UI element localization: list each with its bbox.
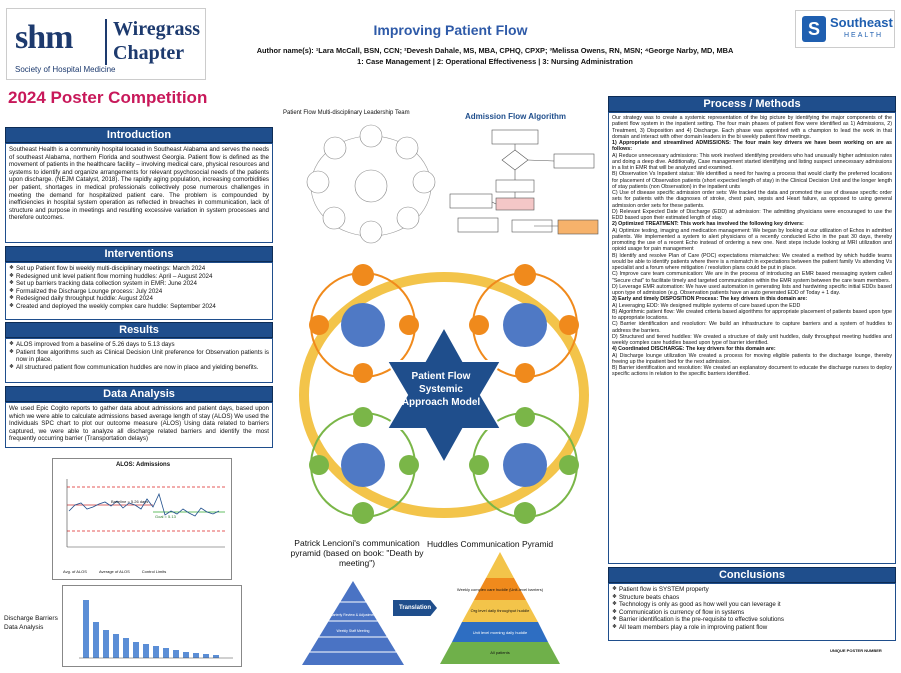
- data-analysis-text: We used Epic Cogito reports to gather da…: [5, 402, 273, 448]
- shm-logo-text: shm: [15, 19, 73, 56]
- process-heading: Process / Methods: [608, 96, 896, 112]
- author-list: Author name(s): ¹Lara McCall, BSN, CCN; …: [256, 46, 734, 55]
- process-paragraph: A) Optimize testing, imaging and medicat…: [612, 227, 892, 253]
- barriers-label: Discharge Barriers Data Analysis: [4, 615, 58, 631]
- list-item: Redesigned daily throughput huddle: Augu…: [9, 295, 269, 303]
- shm-logo-subtext: Society of Hospital Medicine: [15, 65, 116, 74]
- huddle-tier: Org level daily throughput huddle: [470, 608, 530, 613]
- admission-algorithm-diagram: [449, 129, 599, 235]
- systemic-approach-model: [299, 264, 589, 524]
- process-panel: Our strategy was to create a systemic re…: [608, 112, 896, 564]
- list-item: ALOS improved from a baseline of 5.26 da…: [9, 341, 269, 349]
- lencioni-tier: Weekly Staff Meeting: [336, 629, 370, 633]
- huddle-tiers: Weekly complex care huddle (Unit-level b…: [440, 580, 560, 662]
- southeast-health-logo: S Southeast HEALTH: [795, 10, 895, 48]
- chapter-name: Wiregrass Chapter: [113, 17, 200, 65]
- legend-item: Avg. of ALOS: [63, 569, 87, 574]
- algorithm-title: Admission Flow Algorithm: [465, 112, 567, 121]
- affiliations: 1: Case Management | 2: Operational Effe…: [357, 57, 633, 66]
- interventions-heading: Interventions: [5, 246, 273, 262]
- list-item: Created and deployed the weekly complex …: [9, 303, 269, 311]
- list-item: Barrier identification is the pre-requis…: [612, 616, 892, 624]
- translation-arrow: Translation: [393, 600, 437, 616]
- poster-number-label: UNIQUE POSTER NUMBER: [830, 648, 882, 653]
- list-item: Set up barriers tracking data collection…: [9, 280, 269, 288]
- lencioni-pyramid: [302, 581, 404, 665]
- results-heading: Results: [5, 322, 273, 338]
- process-paragraph: 1) Appropriate and streamlined ADMISSION…: [612, 140, 892, 153]
- lencioni-label: Patrick Lencioni's communication pyramid…: [290, 538, 424, 568]
- huddles-pyramid: [440, 552, 560, 664]
- southeast-logo-icon: S: [802, 16, 826, 42]
- chapter-line1: Wiregrass: [113, 18, 201, 40]
- list-item: Structure beats chaos: [612, 594, 892, 602]
- interventions-list: Set up Patient flow bi weekly multi-disc…: [9, 265, 269, 311]
- huddles-pyramid-label: Huddles Communication Pyramid: [427, 539, 554, 549]
- se-logo-line1: Southeast: [830, 15, 893, 30]
- list-item: Patient flow algorithms such as Clinical…: [9, 349, 269, 364]
- conclusions-list: Patient flow is SYSTEM property Structur…: [612, 586, 892, 632]
- process-paragraph: A) Discharge lounge utilization We creat…: [612, 352, 892, 365]
- list-item: All structured patient flow communicatio…: [9, 364, 269, 372]
- lencioni-tiers: Quarterly Review & Adjustments Weekly St…: [302, 607, 404, 639]
- process-paragraph: 4) Coordinated DISCHARGE: The key driver…: [612, 346, 776, 353]
- process-paragraph: Our strategy was to create a systemic re…: [612, 115, 892, 140]
- list-item: Technology is only as good as how well y…: [612, 601, 892, 609]
- huddle-tier: All patients: [490, 650, 510, 655]
- chapter-line2: Chapter: [113, 42, 185, 64]
- process-paragraph: A) Leveraging EDD: We designed multiple …: [612, 302, 801, 309]
- results-list: ALOS improved from a baseline of 5.26 da…: [9, 341, 269, 371]
- process-paragraph: B) Algorithmic patient flow: We created …: [612, 308, 892, 321]
- conclusions-heading: Conclusions: [608, 567, 896, 583]
- leadership-team-diagram: [306, 124, 436, 244]
- list-item: Formalized the Discharge Lounge process:…: [9, 288, 269, 296]
- process-paragraph: D) Leverage EMR automation: We have used…: [612, 283, 892, 296]
- competition-title: 2024 Poster Competition: [8, 88, 208, 107]
- alos-chart-plot: [66, 479, 225, 548]
- process-paragraph: B) Identify and resolve Plan of Care (PO…: [612, 252, 892, 272]
- leadership-title: Patient Flow Multi-disciplinary Leadersh…: [283, 110, 410, 116]
- process-paragraph: D) Relevant Expected Date of Discharge (…: [612, 208, 892, 221]
- authors: Author name(s): ¹Lara McCall, BSN, CCN; …: [215, 45, 775, 67]
- legend-item: Average of ALOS: [98, 569, 130, 574]
- process-paragraph: 2) Optimized TREATMENT: This work has in…: [612, 221, 804, 228]
- process-paragraph: C) Use of disease specific admission ord…: [612, 190, 892, 209]
- systemic-model-label: Patient Flow Systemic Approach Model: [401, 371, 481, 408]
- list-item: Set up Patient flow bi weekly multi-disc…: [9, 265, 269, 273]
- lencioni-tier: Quarterly Review & Adjustments: [327, 613, 379, 617]
- list-item: Patient flow is SYSTEM property: [612, 586, 892, 594]
- process-paragraph: B) Observation Vs Inpatient status: We i…: [612, 171, 892, 190]
- process-paragraph: C) Barrier identification and resolution…: [612, 321, 892, 334]
- introduction-text: Southeast Health is a community hospital…: [5, 143, 273, 243]
- process-paragraph: A) Reduce unnecessary admissions: This w…: [612, 152, 892, 172]
- logo-divider: [105, 19, 107, 65]
- conclusions-panel: Patient flow is SYSTEM property Structur…: [608, 583, 896, 641]
- legend-item: Control Limits: [141, 569, 167, 574]
- se-logo-line2: HEALTH: [844, 32, 884, 39]
- process-paragraph: B) Barrier identification and resolution…: [612, 365, 892, 378]
- poster-title: Improving Patient Flow: [373, 22, 528, 38]
- alos-chart-title: ALOS: Admissions: [115, 462, 171, 468]
- barriers-chart: [62, 585, 242, 667]
- baseline-label: Baseline = 5.26 days: [111, 499, 149, 504]
- process-paragraph: D) Structured and tiered huddles: We cre…: [612, 333, 892, 346]
- list-item: Redesigned unit level patient flow morni…: [9, 273, 269, 281]
- huddle-tier: Weekly complex care huddle (Unit-level b…: [456, 587, 544, 592]
- interventions-panel: Set up Patient flow bi weekly multi-disc…: [5, 262, 273, 320]
- process-paragraph: 3) Early and timely DISPOSITION Process:…: [612, 296, 808, 303]
- shm-logo: shm Society of Hospital Medicine Wiregra…: [6, 8, 206, 80]
- barriers-chart-plot: [79, 600, 233, 659]
- alos-chart: ALOS: Admissions Baseline = 5.26 days Go…: [52, 458, 232, 580]
- process-paragraph: C) Improve care team communication: We a…: [612, 271, 892, 284]
- list-item: Communication is currency of flow in sys…: [612, 609, 892, 617]
- data-analysis-heading: Data Analysis: [5, 386, 273, 402]
- alos-legend: Avg. of ALOS Average of ALOS Control Lim…: [63, 569, 166, 574]
- huddle-tier: Unit level morning daily huddle: [472, 630, 528, 635]
- introduction-heading: Introduction: [5, 127, 273, 143]
- results-panel: ALOS improved from a baseline of 5.26 da…: [5, 338, 273, 383]
- list-item: All team members play a role in improvin…: [612, 624, 892, 632]
- goal-label: Goal = 5.13: [155, 514, 176, 519]
